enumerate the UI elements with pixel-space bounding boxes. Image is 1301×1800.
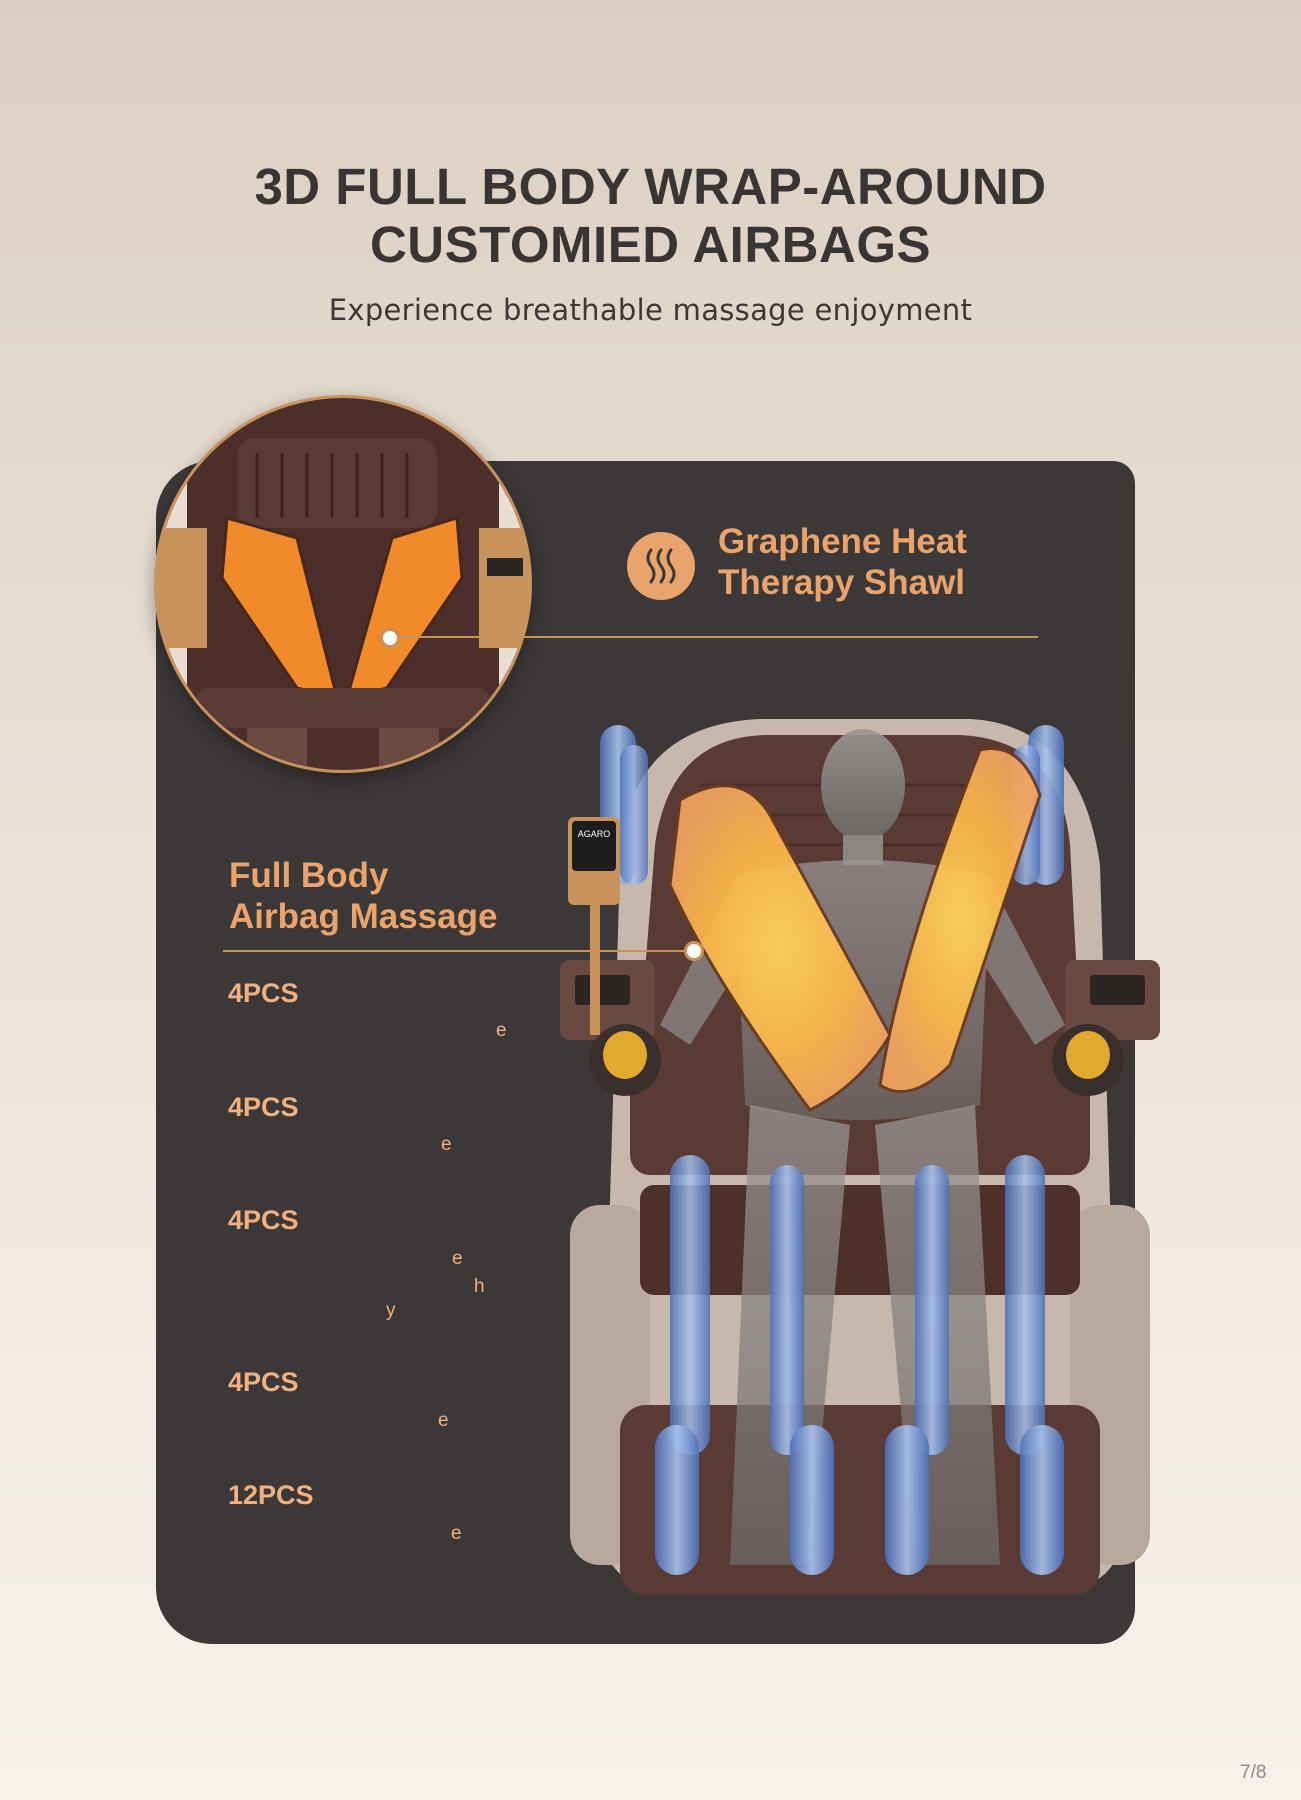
remote-brand: AGARO	[578, 829, 611, 839]
heat-title-line-1: Graphene Heat	[718, 522, 967, 561]
airbag-count: 4PCS	[228, 1205, 299, 1235]
airbag-title-line-2: Airbag Massage	[229, 897, 498, 936]
page-title: 3D FULL BODY WRAP-AROUND CUSTOMIED AIRBA…	[0, 158, 1301, 274]
airbag-label-fragment: e	[441, 1134, 452, 1155]
airbag-count: 4PCS	[228, 978, 299, 1008]
heat-waves-icon	[627, 532, 695, 600]
heat-title-line-2: Therapy Shawl	[718, 563, 966, 602]
airbag-massage-title: Full Body Airbag Massage	[229, 855, 569, 937]
title-line-1: 3D FULL BODY WRAP-AROUND	[254, 158, 1047, 215]
airbag-label-fragment: e	[496, 1020, 507, 1041]
airbag-label-fragment: e	[438, 1410, 449, 1431]
massage-chair-illustration: AGARO	[560, 705, 1160, 1610]
page-indicator: 7/8	[1240, 1762, 1267, 1783]
airbag-count: 12PCS	[228, 1480, 314, 1510]
shawl-closeup-image	[154, 395, 532, 773]
airbag-label-fragment: e	[452, 1248, 463, 1269]
airbag-label-fragment: y	[386, 1300, 396, 1321]
airbag-callout-dot	[684, 941, 704, 961]
heat-callout-dot	[380, 628, 400, 648]
airbag-callout-line	[223, 950, 693, 952]
airbag-count: 4PCS	[228, 1367, 299, 1397]
heat-shawl-title: Graphene Heat Therapy Shawl	[718, 521, 1038, 603]
airbag-label-fragment: h	[474, 1276, 485, 1297]
airbag-title-line-1: Full Body	[229, 856, 389, 895]
title-line-2: CUSTOMIED AIRBAGS	[369, 216, 932, 273]
heat-callout-line	[393, 636, 1038, 638]
page-subtitle: Experience breathable massage enjoyment	[328, 293, 973, 327]
airbag-count: 4PCS	[228, 1092, 299, 1122]
airbag-label-fragment: e	[451, 1523, 462, 1544]
